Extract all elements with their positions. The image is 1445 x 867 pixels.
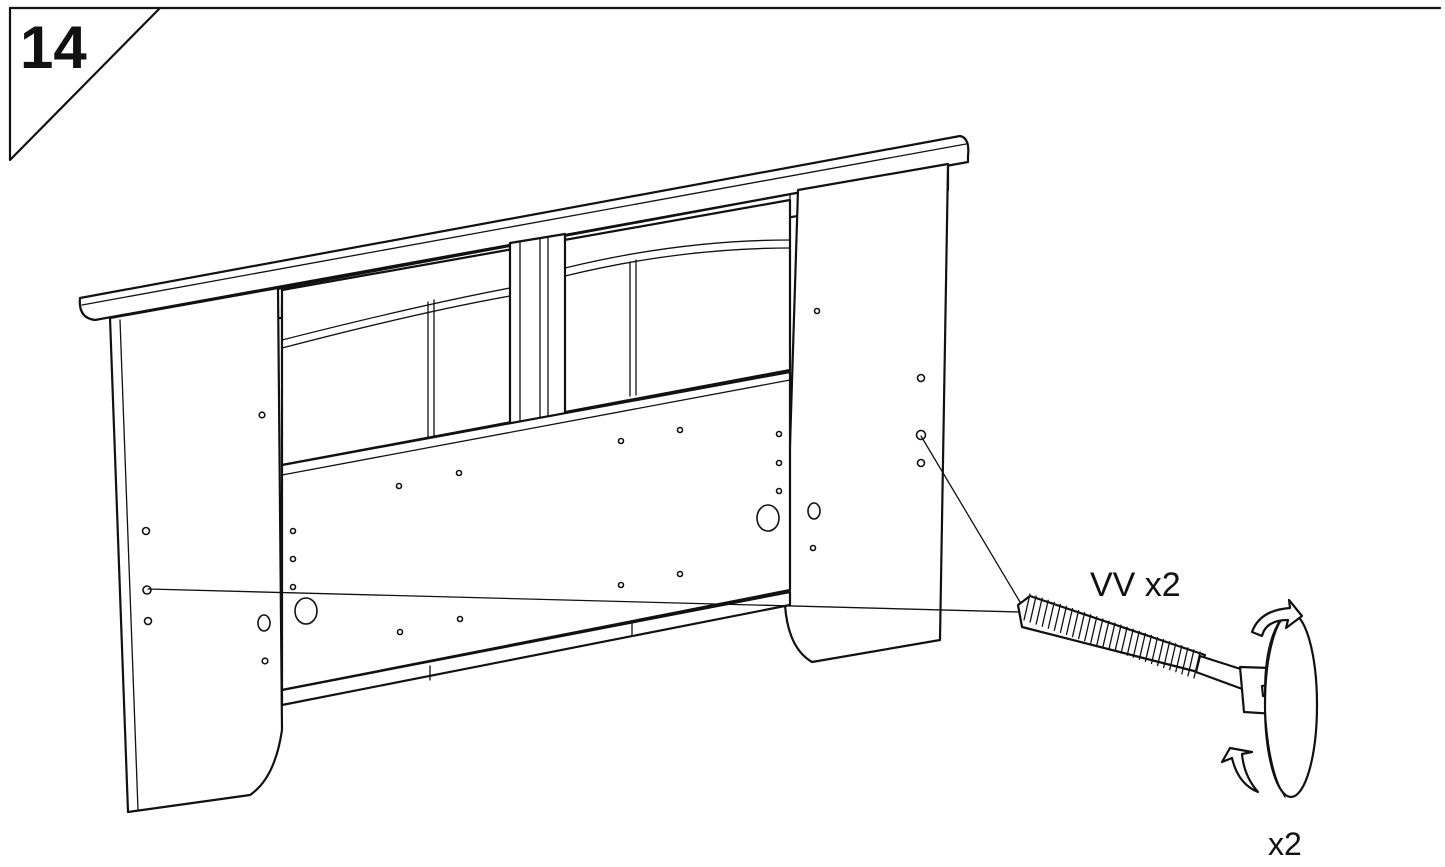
bolt-thread: [1156, 638, 1165, 667]
bolt-thread: [1150, 636, 1159, 665]
bolt-thread: [1090, 616, 1098, 644]
top-rail: [78, 134, 970, 322]
hardware-label: VV x2: [1090, 566, 1181, 604]
bolt-thread: [1126, 628, 1134, 656]
bolt-thread: [1035, 597, 1043, 625]
bolt-thread: [1029, 595, 1037, 623]
bolt-thread: [1120, 626, 1128, 654]
left-post: [108, 286, 284, 814]
bolt-thread: [1053, 603, 1062, 632]
step-number: 14: [20, 14, 87, 81]
bolt-thread: [1071, 609, 1080, 638]
bolt-thread: [1096, 618, 1104, 646]
bolt-icon: [1016, 593, 1280, 716]
bolt-thread: [1169, 643, 1177, 671]
bolt-thread: [1144, 634, 1153, 663]
bolt-thread: [1132, 630, 1140, 658]
bolt-thread: [1065, 607, 1074, 636]
bolt-thread: [1077, 611, 1086, 640]
turn-count-label: x2: [1268, 826, 1302, 862]
bolt-thread: [1108, 622, 1116, 650]
rotate-arrow-icon: [1220, 598, 1304, 794]
bolt-thread: [1175, 645, 1183, 673]
bolt-thread: [1047, 601, 1055, 629]
leader-lines: [147, 435, 1021, 613]
headboard: [78, 134, 970, 814]
step-badge: 14: [8, 6, 1442, 162]
bolt-thread: [1041, 599, 1049, 627]
bolt-thread: [1138, 632, 1147, 661]
bolt-thread: [1181, 647, 1189, 675]
bolt-thread: [1084, 614, 1092, 642]
bolt-thread: [1059, 605, 1068, 634]
bolt-thread: [1114, 624, 1122, 652]
bolt-thread: [1187, 649, 1195, 677]
knob-icon: [1263, 611, 1319, 799]
right-post: [783, 162, 950, 664]
bolt-thread: [1023, 593, 1031, 621]
bolt-thread: [1162, 640, 1171, 669]
bolt-thread: [1102, 620, 1110, 648]
